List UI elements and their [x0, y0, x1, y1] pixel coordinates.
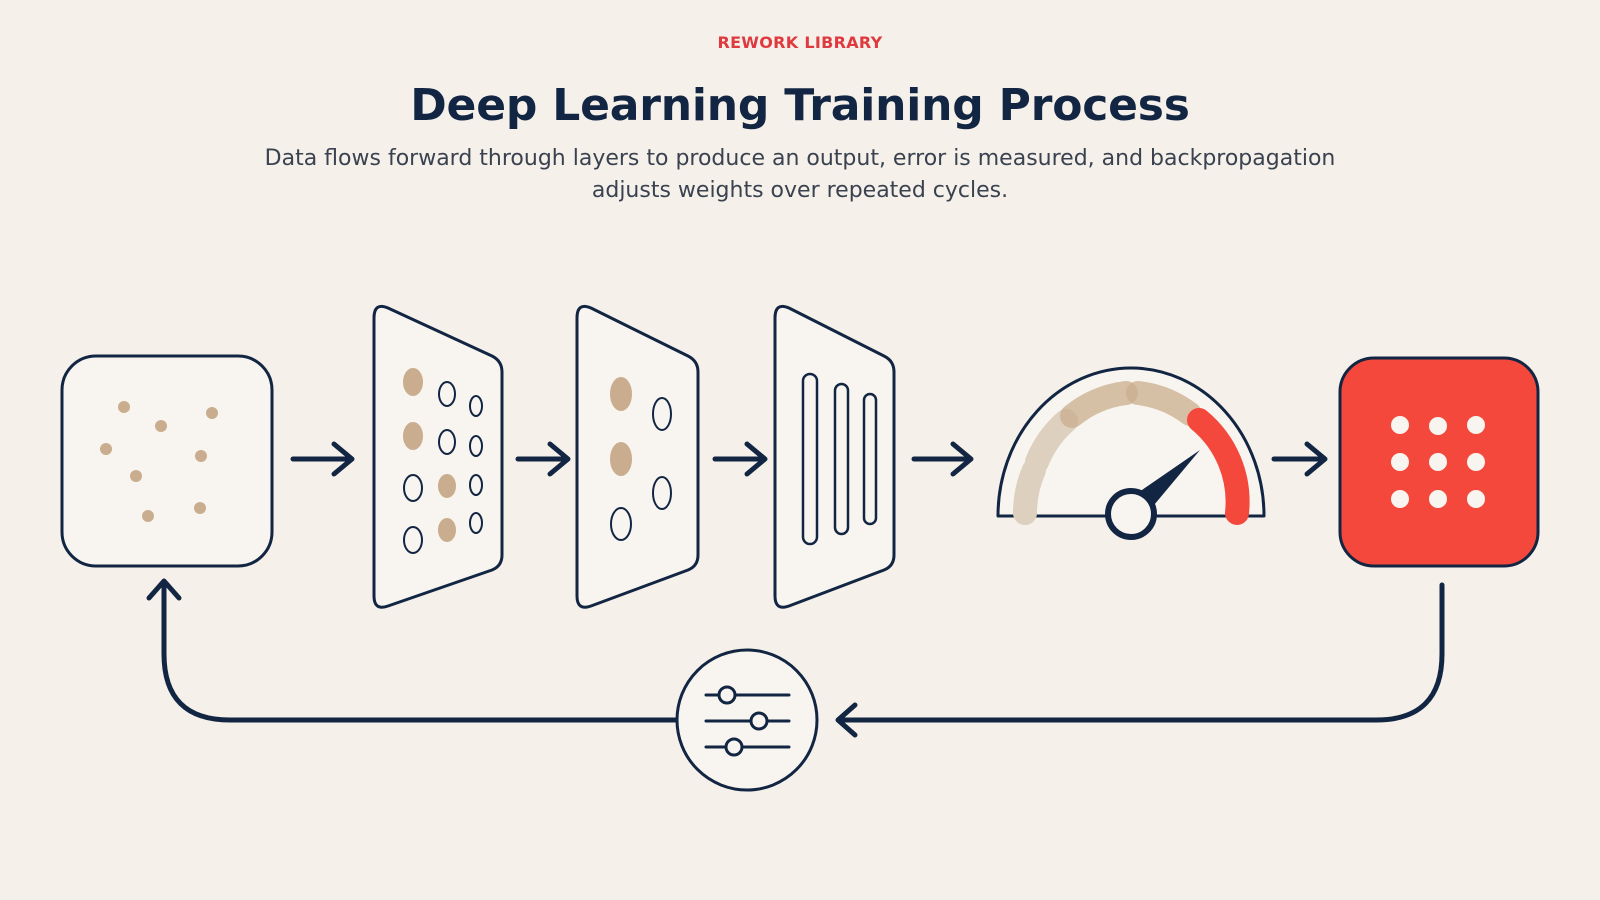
- layer-2-node: [575, 304, 700, 609]
- gauge-icon: [996, 366, 1266, 540]
- backprop-arrow: [835, 582, 1445, 738]
- forward-arrow: [712, 441, 768, 477]
- forward-arrow: [911, 441, 974, 477]
- update-arrow: [146, 578, 679, 723]
- neural-layer-bars-icon: [801, 372, 878, 546]
- neural-layer-icon: [403, 368, 483, 554]
- scattered-dots-icon: [100, 401, 218, 522]
- forward-arrow: [1271, 441, 1328, 477]
- weight-adjust-node: [675, 648, 819, 792]
- neural-layer-icon: [610, 377, 672, 541]
- error-gauge-node: [996, 366, 1266, 540]
- layer-3-node: [773, 304, 896, 609]
- input-data-node: [60, 354, 274, 568]
- output-node: [1338, 356, 1540, 568]
- layer-1-node: [372, 304, 504, 609]
- page-title: Deep Learning Training Process: [410, 80, 1190, 131]
- forward-arrow: [290, 441, 355, 477]
- eyebrow-label: REWORK LIBRARY: [717, 33, 883, 52]
- grid-dots-icon: [1391, 416, 1485, 508]
- forward-arrow: [515, 441, 571, 477]
- sliders-icon: [704, 685, 791, 757]
- page-subtitle: Data flows forward through layers to pro…: [264, 146, 1336, 203]
